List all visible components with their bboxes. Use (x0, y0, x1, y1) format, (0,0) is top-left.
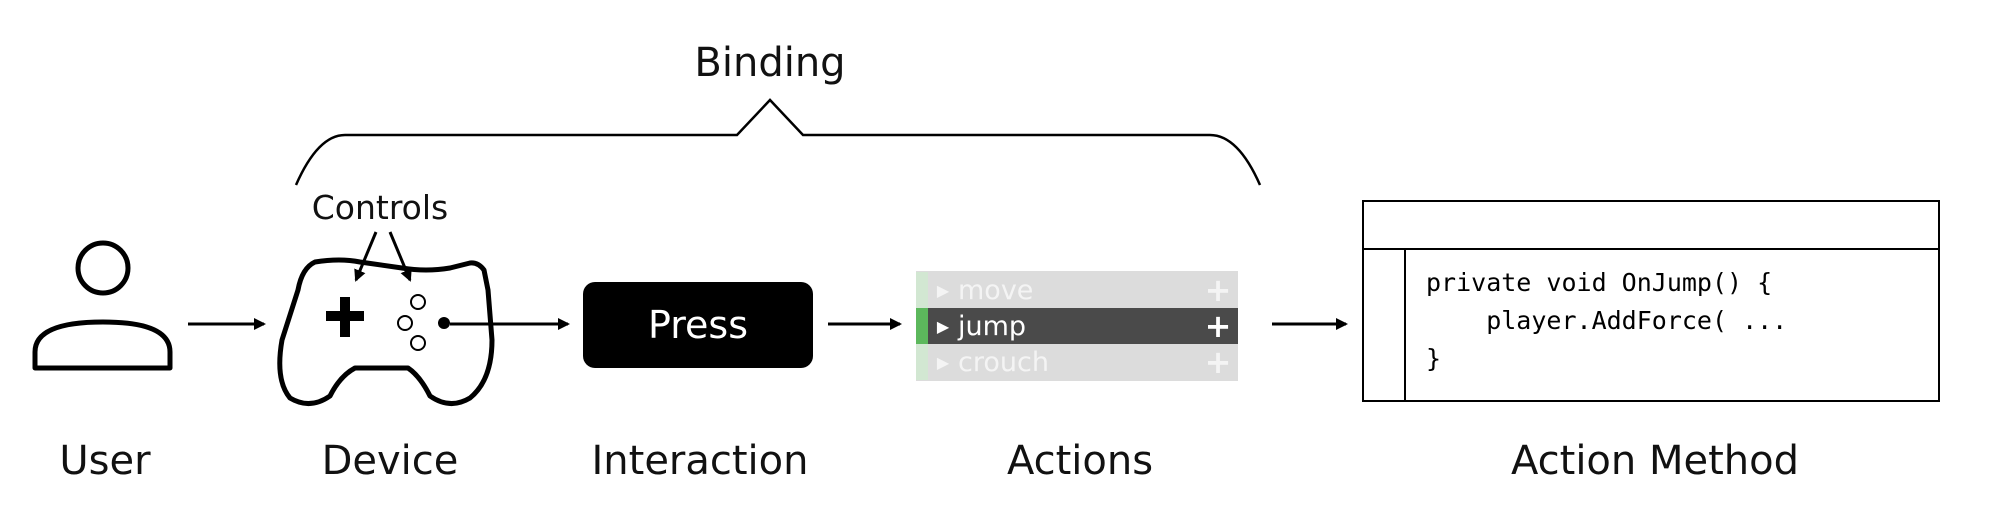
action-row-jump[interactable]: ▶ jump + (916, 307, 1238, 345)
binding-label: Binding (694, 40, 846, 86)
expand-triangle-icon[interactable]: ▶ (936, 280, 950, 300)
interaction-press-label: Press (647, 303, 748, 347)
code-line-3: } (1426, 344, 1442, 373)
code-window-gutter (1404, 250, 1406, 400)
user-icon (32, 240, 173, 371)
action-marker (916, 272, 928, 308)
plus-icon[interactable]: + (1204, 343, 1232, 381)
stage-label-interaction: Interaction (591, 438, 809, 484)
code-block: private void OnJump() { player.AddForce(… (1426, 264, 1787, 378)
action-row-crouch[interactable]: ▶ crouch + (916, 343, 1238, 381)
action-marker (916, 344, 928, 380)
controls-label: Controls (311, 188, 449, 227)
stage-label-user: User (59, 438, 151, 484)
controls-arrow-right (388, 231, 412, 282)
code-line-2: player.AddForce( ... (1426, 306, 1788, 335)
stage-label-actions: Actions (1006, 438, 1154, 484)
action-method-code-window: private void OnJump() { player.AddForce(… (1362, 200, 1940, 402)
code-line-1: private void OnJump() { (1426, 268, 1773, 297)
plus-icon[interactable]: + (1204, 271, 1232, 309)
code-window-titlebar (1364, 202, 1938, 250)
gamepad-icon (277, 257, 495, 406)
interaction-press-box: Press (583, 282, 813, 368)
stage-label-action-method: Action Method (1510, 438, 1799, 484)
expand-triangle-icon[interactable]: ▶ (936, 352, 950, 372)
action-name: crouch (958, 346, 1049, 378)
binding-brace (294, 98, 1262, 186)
action-row-move[interactable]: ▶ move + (916, 271, 1238, 309)
actions-panel: ▶ move + ▶ jump + ▶ crouch + (916, 271, 1238, 381)
action-marker (916, 308, 928, 344)
stage-label-device: Device (321, 438, 459, 484)
controls-arrow-left (354, 231, 378, 282)
action-name: jump (958, 310, 1027, 342)
plus-icon[interactable]: + (1204, 307, 1232, 345)
expand-triangle-icon[interactable]: ▶ (936, 316, 950, 336)
action-name: move (958, 274, 1034, 306)
